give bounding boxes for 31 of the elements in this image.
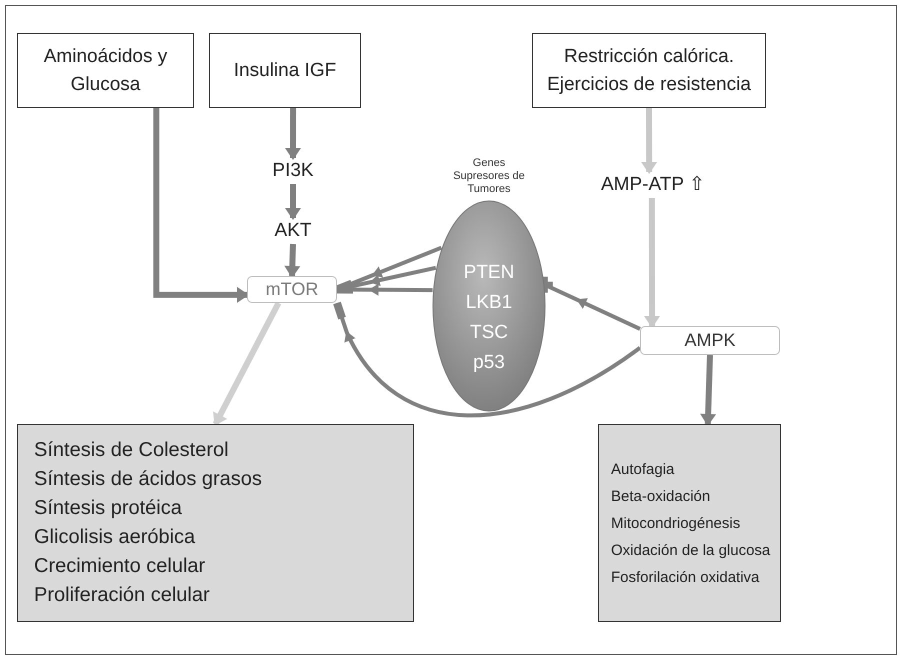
arrow	[641, 108, 658, 174]
outcome-box	[598, 424, 781, 622]
arrow	[212, 302, 282, 426]
ellipse-heading: Genes Supresores de Tumores	[452, 157, 526, 196]
gene-list: PTEN LKB1 TSC p53	[461, 258, 517, 378]
outcome-item: Síntesis de ácidos grasos	[34, 467, 263, 492]
pathway-label: AKT	[266, 218, 320, 244]
outcome-item: Proliferación celular	[34, 583, 211, 608]
outcome-item: Crecimiento celular	[34, 554, 206, 579]
outcome-item: Síntesis protéica	[34, 496, 183, 521]
arrow	[285, 108, 301, 160]
outcome-item: Mitocondriogénesis	[611, 514, 742, 534]
arrow	[284, 244, 300, 278]
ampk-box: AMPK	[640, 326, 780, 355]
arrow	[285, 184, 301, 220]
outcome-item: Fosforilación oxidativa	[611, 568, 760, 588]
pathway-label: AMP-ATP ⇧	[598, 172, 708, 198]
input-box: Aminoácidos y Glucosa	[17, 33, 194, 108]
arrow	[153, 108, 249, 303]
input-box: Insulina IGF	[209, 33, 361, 108]
outcome-item: Síntesis de Colesterol	[34, 438, 230, 463]
outcome-item: Beta-oxidación	[611, 486, 712, 506]
arrow	[700, 354, 716, 426]
pathway-label: PI3K	[263, 158, 323, 184]
outcome-item: Glicolisis aeróbica	[34, 525, 196, 550]
arrow	[644, 198, 660, 328]
outcome-item: Oxidación de la glucosa	[611, 540, 772, 560]
outcome-item: Autofagia	[611, 460, 676, 480]
input-box: Restricción calórica. Ejercicios de resistencia	[532, 33, 766, 108]
outcome-box	[17, 424, 414, 622]
mtor-box: mTOR	[247, 276, 337, 303]
